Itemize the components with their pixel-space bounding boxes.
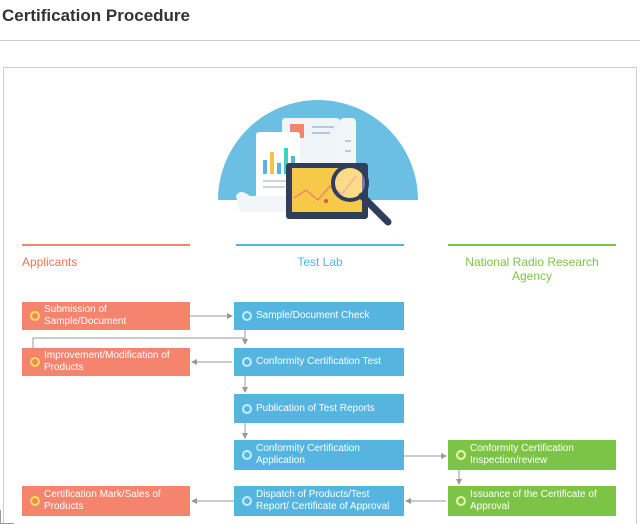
step-dispatch-label: Dispatch of Products/Test Report/ Certif… [256,489,390,512]
step-submission-label: Submission of Sample/Document [44,304,127,327]
step-conformity-test: Conformity Certification Test [234,348,404,376]
step-certification-mark: Certification Mark/Sales of Products [22,486,190,516]
magnifier-icon [331,164,392,226]
agency-rule [448,244,616,246]
test-lab-rule [236,244,404,246]
step-application-label: Conformity Certification Application [256,443,360,466]
step-inspection-label: Conformity Certification Inspection/revi… [470,443,574,466]
bullet-icon [30,311,40,321]
title-divider [0,40,640,41]
step-publication: Publication of Test Reports [234,394,404,423]
step-improvement: Improvement/Modification of Products [22,348,190,376]
arrow-improvement-loop [32,337,245,348]
bullet-icon [456,450,466,460]
bullet-icon [242,403,252,414]
step-certification-mark-label: Certification Mark/Sales of Products [44,489,161,512]
bullet-icon [242,311,252,321]
bullet-icon [30,496,40,506]
bullet-icon [242,357,252,367]
bullet-icon [456,496,466,506]
step-dispatch: Dispatch of Products/Test Report/ Certif… [234,486,404,516]
step-application: Conformity Certification Application [234,440,404,470]
step-document-check: Sample/Document Check [234,302,404,330]
step-conformity-test-label: Conformity Certification Test [256,356,381,367]
applicants-rule [22,244,190,246]
bullet-icon [242,450,252,460]
test-lab-heading: Test Lab [297,255,343,269]
monitor-chart-icon [286,163,368,219]
step-submission: Submission of Sample/Document [22,302,190,330]
step-improvement-label: Improvement/Modification of Products [44,350,170,373]
page-title: Certification Procedure [2,6,190,25]
bullet-icon [242,496,252,506]
step-issuance-label: Issuance of the Certificate of Approval [470,489,597,512]
applicants-heading: Applicants [22,255,78,269]
step-publication-label: Publication of Test Reports [256,402,375,414]
step-document-check-label: Sample/Document Check [256,310,370,321]
bullet-icon [30,357,40,367]
step-inspection: Conformity Certification Inspection/revi… [448,440,616,470]
agency-heading: National Radio Research Agency [465,255,599,283]
step-issuance: Issuance of the Certificate of Approval [448,486,616,516]
